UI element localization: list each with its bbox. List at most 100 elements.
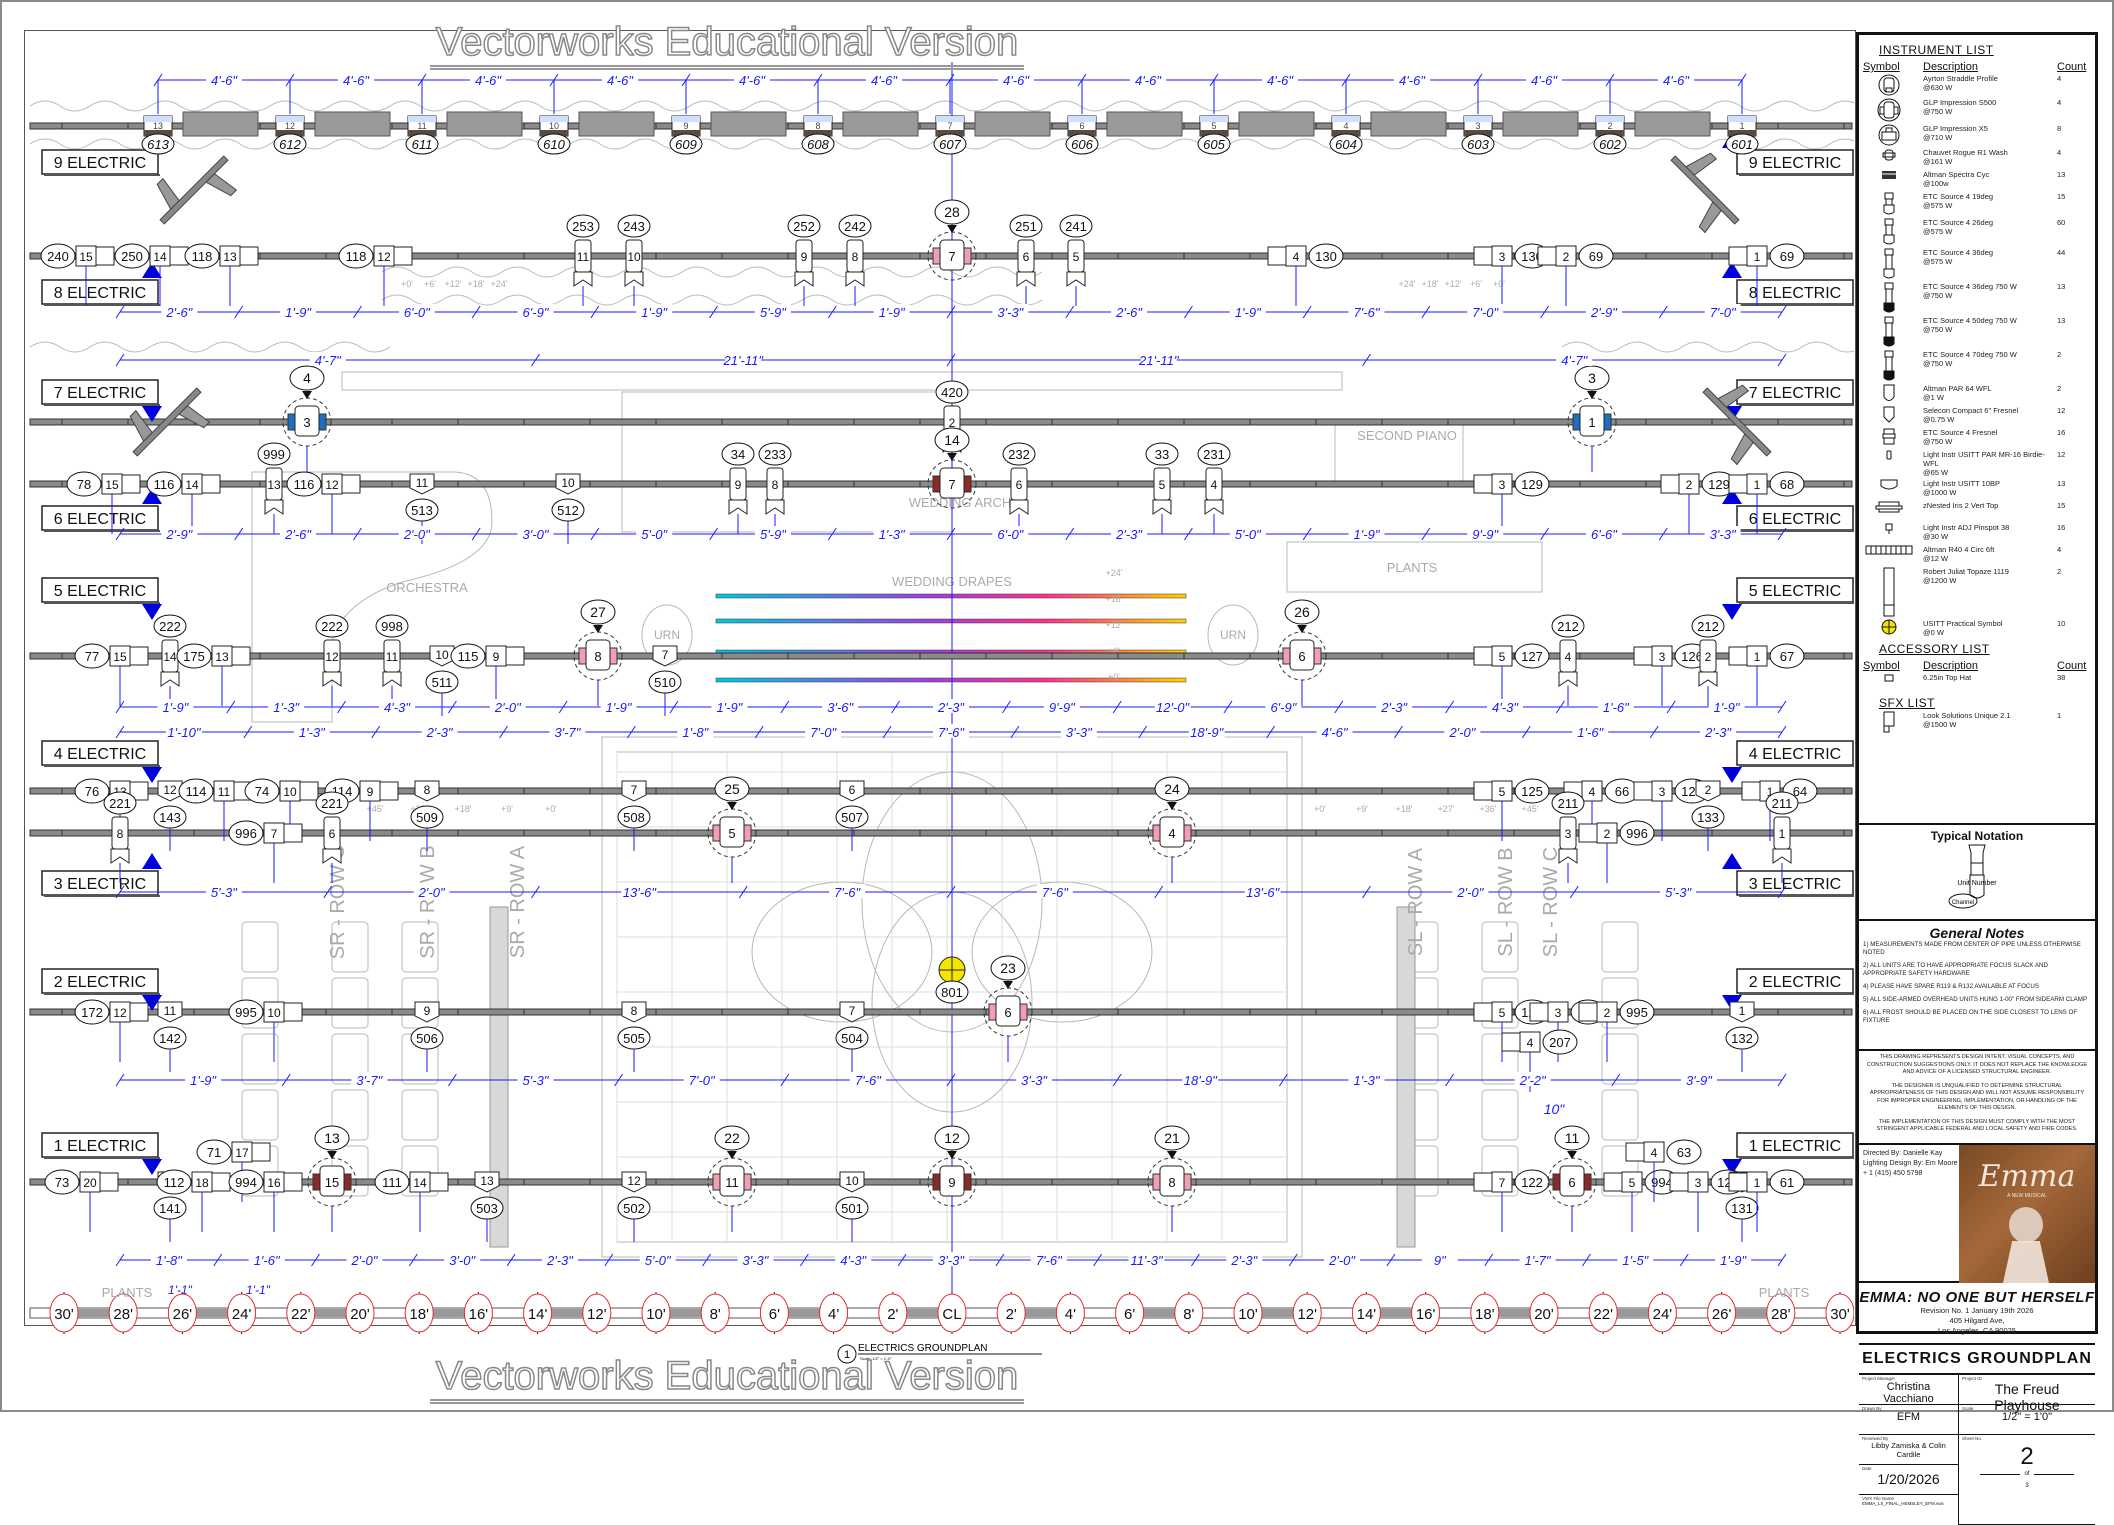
fixture-pipe1-unit6[interactable]: 611	[1547, 1125, 1597, 1232]
electric-label-2-right[interactable]: 2 ELECTRIC	[1722, 968, 1854, 1011]
fixture-pipe3-unit5[interactable]: 525	[707, 776, 757, 883]
fixture-pipe6-unit7[interactable]: 714	[927, 427, 977, 534]
fixture-pipe6-unit9[interactable]: 934	[721, 442, 755, 534]
electric-label-5-right[interactable]: 5 ELECTRIC	[1722, 577, 1854, 620]
fixture-pipe7-unit1[interactable]: 13	[1567, 365, 1617, 472]
fixture-pipe1-unit8[interactable]: 821	[1147, 1125, 1197, 1232]
electric-label-1-right[interactable]: 1 ELECTRIC	[1722, 1132, 1854, 1175]
electric-label-2-left[interactable]: 2 ELECTRIC	[41, 968, 162, 1011]
electric-label-4-right[interactable]: 4 ELECTRIC	[1722, 740, 1854, 783]
electric-label-3-right[interactable]: 3 ELECTRIC	[1722, 853, 1854, 897]
electric-label-1-left[interactable]: 1 ELECTRIC	[41, 1132, 162, 1175]
fixture-pipe3-unit4[interactable]: 424	[1147, 776, 1197, 883]
fixture-pipe5-unit6[interactable]: 626	[1277, 599, 1327, 706]
fixture-pipe6-unit5[interactable]: 533	[1145, 442, 1179, 534]
practical-801[interactable]: 801	[935, 956, 969, 1004]
electric-label-6-right[interactable]: 6 ELECTRIC	[1722, 488, 1854, 532]
electric-label-7-left[interactable]: 7 ELECTRIC	[41, 379, 162, 422]
electric-label-3-left[interactable]: 3 ELECTRIC	[41, 853, 162, 897]
electric-label-8-left[interactable]: 8 ELECTRIC	[41, 262, 162, 306]
fixture-pipe5-unit8[interactable]: 827	[573, 599, 623, 706]
fixture-pipe1-unit9[interactable]: 912	[927, 1125, 977, 1232]
electric-label-8-right[interactable]: 8 ELECTRIC	[1722, 262, 1854, 306]
fixture-pipe7-unit3[interactable]: 34	[282, 365, 332, 472]
electric-label-6-left[interactable]: 6 ELECTRIC	[41, 488, 162, 532]
electric-label-5-left[interactable]: 5 ELECTRIC	[41, 577, 162, 620]
fixture-pipe2-unit6[interactable]: 623	[983, 955, 1033, 1062]
